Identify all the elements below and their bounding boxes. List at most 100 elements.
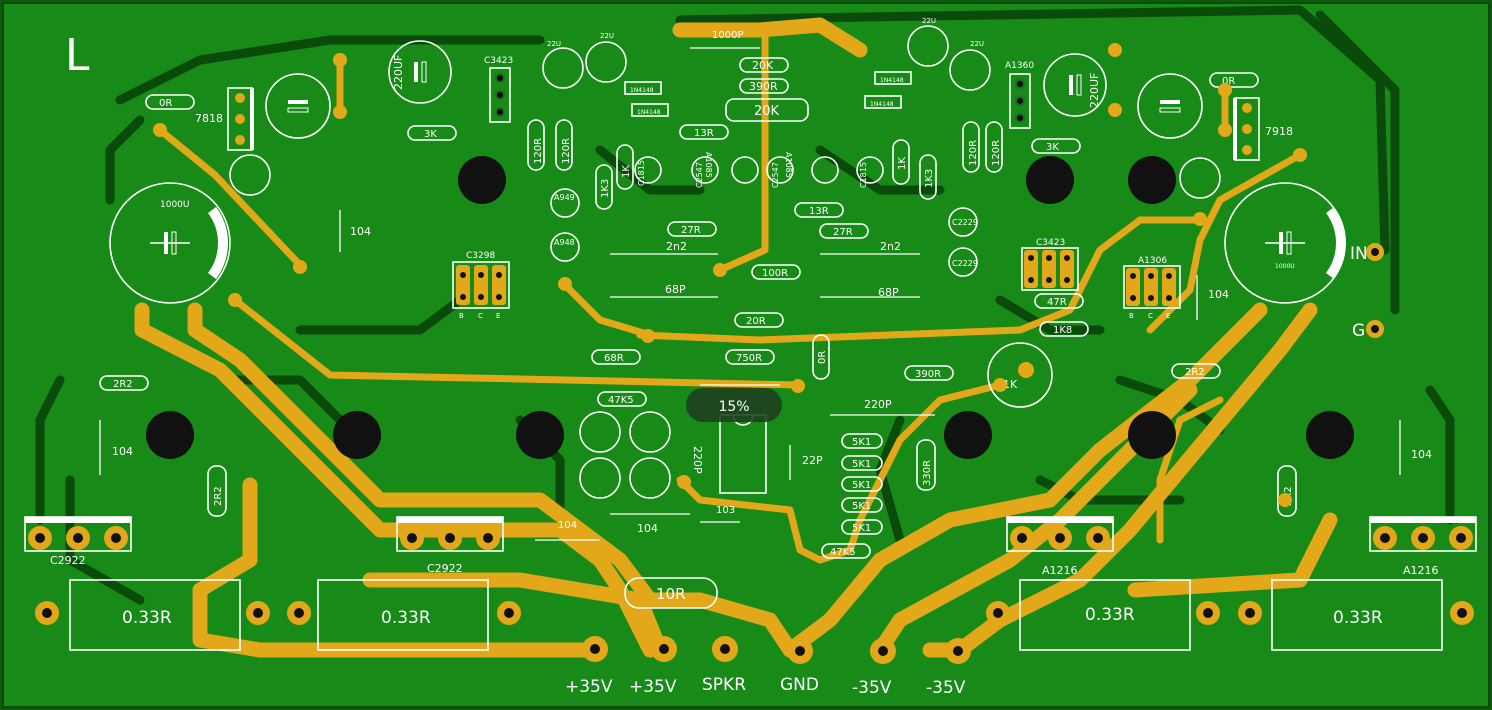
resistor-label: 100R	[762, 268, 788, 279]
cap-label: 104	[637, 522, 658, 535]
mounting-hole	[944, 411, 992, 459]
resistor-label: 27R	[681, 225, 701, 236]
cap-label: 220UF	[392, 55, 405, 90]
transistor-label: A1085	[784, 152, 793, 178]
resistor-label: 330R	[922, 460, 933, 486]
power-transistor-c2922-mid: C2922	[396, 516, 504, 575]
resistor-label: 3K	[1046, 142, 1059, 153]
resistor-label: 750R	[736, 353, 762, 364]
resistor-label: 1K	[897, 157, 908, 170]
transistor-label: C3298	[466, 251, 495, 261]
minus-35v-label: -35V	[926, 678, 966, 698]
transistor-a1306: A1306 B C E	[1123, 256, 1181, 320]
mounting-hole	[1026, 156, 1074, 204]
resistor-label: 120R	[968, 140, 979, 166]
ground-label: GND	[780, 675, 819, 695]
plus-35v-label: +35V	[629, 677, 677, 697]
cap-label: 1000U	[160, 200, 190, 210]
cap-label: 22P	[802, 454, 823, 467]
resistor-label: 0.33R	[122, 608, 172, 628]
transistor-c3298: C3298 B C E	[452, 251, 510, 320]
cap-label: 68P	[878, 286, 899, 299]
small-transistors: A949 A948 C2229 C2229 C1815 C2547 A1085 …	[550, 152, 978, 277]
transistor-label: A1216	[1403, 564, 1439, 577]
mounting-hole	[1128, 156, 1176, 204]
resistor-label: 13R	[809, 206, 829, 217]
ground-input-label: G	[1352, 321, 1365, 341]
cap-label: 68P	[665, 283, 686, 296]
transistor-label: C2547	[695, 162, 704, 188]
output-connectors	[582, 636, 971, 664]
resistor-label: 2R2	[213, 486, 224, 506]
pin-letter: E	[1166, 312, 1170, 320]
transistor-label: A948	[554, 238, 575, 247]
transistor-label: C2229	[952, 259, 978, 268]
transistor-label: C1815	[859, 162, 868, 188]
mounting-hole	[146, 411, 194, 459]
resistor-label: 47K5	[608, 395, 634, 406]
regulator-7818: 7818	[195, 87, 254, 151]
transistor-label: C3423	[484, 56, 513, 66]
pin-letter: C	[478, 312, 483, 320]
cap-label: 104	[350, 225, 371, 238]
cap-label: 1000P	[712, 30, 743, 41]
power-transistor-a1216-right: A1216	[1369, 516, 1477, 577]
resistor-label: 3K	[424, 129, 437, 140]
cap-label: 2n2	[666, 240, 687, 253]
cap-label: 22U	[600, 32, 614, 40]
cap-label: 22U	[970, 40, 984, 48]
transistor-label: A1360	[1005, 61, 1034, 71]
pin-letter: B	[1129, 312, 1134, 320]
cap-medium	[229, 73, 1221, 199]
resistor-label: 5K1	[852, 501, 871, 512]
resistor-label: 2R2	[113, 379, 133, 390]
cap-label: 220P	[691, 446, 704, 474]
transistor-label: A949	[554, 193, 575, 202]
diode-label: 1N4148	[870, 101, 894, 108]
trimmer-1k: 1K	[987, 342, 1053, 408]
cap-label: 103	[716, 505, 735, 516]
mounting-hole	[333, 411, 381, 459]
progress-badge: 15%	[686, 388, 782, 422]
minus-35v-label: -35V	[852, 678, 892, 698]
resistor-label: 120R	[533, 138, 544, 164]
resistor-label: 27R	[833, 227, 853, 238]
misc-pads	[135, 43, 1317, 507]
resistor-label: 20R	[746, 316, 766, 327]
resistor-label: 0R	[1222, 76, 1235, 87]
resistor-label: 0.33R	[381, 608, 431, 628]
resistor-label: 1K3	[924, 169, 935, 188]
mounting-holes	[146, 156, 1354, 459]
power-transistor-c2922-left: C2922	[24, 516, 132, 567]
emitter-resistors: 0.33R 0.33R 0.33R 0.33R	[35, 579, 1474, 651]
resistor-label: 0R	[817, 351, 828, 364]
cap-220uf-left: 220UF	[388, 40, 452, 104]
transistor-c3423-right: C3423	[1021, 238, 1079, 291]
cap-label: 104	[558, 520, 577, 531]
transistor-c3423-left: C3423	[484, 56, 513, 123]
trimmer-label: 1K	[1003, 378, 1018, 391]
resistor-label: 0.33R	[1333, 608, 1383, 628]
transistor-label: C2547	[771, 162, 780, 188]
mounting-hole	[516, 411, 564, 459]
pin-letter: C	[1148, 312, 1153, 320]
cap-22u-group: 22U 22U 22U 22U	[542, 17, 991, 499]
pin-letter: B	[459, 312, 464, 320]
regulator-label: 7818	[195, 112, 223, 125]
diodes: 1N4148 1N4148 1N4148 1N4148	[624, 71, 912, 117]
resistor-label: 390R	[915, 369, 941, 380]
transistor-label: A1306	[1138, 256, 1167, 266]
transistor-a1360: A1360	[1005, 61, 1034, 129]
cap-220uf-right: 220UF	[1043, 53, 1107, 117]
regulator-label: 7918	[1265, 125, 1293, 138]
resistor-label: 120R	[991, 140, 1002, 166]
resistor-label: 47R	[1047, 297, 1067, 308]
resistor-label: 10R	[656, 585, 686, 603]
pin-letter: E	[496, 312, 500, 320]
resistor-label: 0.33R	[1085, 605, 1135, 625]
resistor-label: 20K	[754, 104, 780, 119]
transistor-label: C1815	[637, 160, 646, 186]
resistor-label: 47K5	[830, 547, 856, 558]
cap-label: 104	[1208, 288, 1229, 301]
input-connectors	[1366, 243, 1384, 338]
